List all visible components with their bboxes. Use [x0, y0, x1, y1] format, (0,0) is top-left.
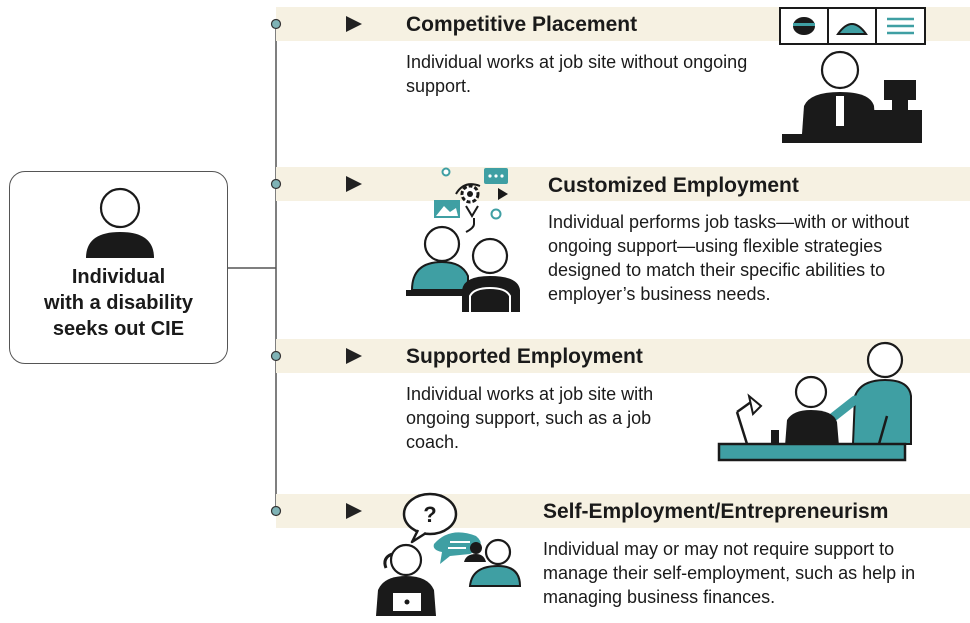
node-customized [270, 178, 282, 190]
option-title-customized: Customized Employment [548, 174, 799, 197]
arrow-customized [346, 176, 362, 192]
arrow-competitive [346, 16, 362, 32]
entrepreneur-icon: ? [376, 492, 522, 616]
band-self-employment [276, 494, 970, 528]
band-supported [276, 339, 970, 373]
option-desc-supported: Individual works at job site with ongoin… [406, 384, 654, 452]
option-title-supported: Supported Employment [406, 345, 643, 368]
arrow-self-employment [346, 503, 362, 519]
job-coach-icon [717, 341, 912, 462]
collaboration-icon [406, 167, 520, 312]
node-self-employment [270, 505, 282, 517]
option-desc-self-employment: Individual may or may not require suppor… [543, 539, 916, 607]
source-label: Individual with a disability seeks out C… [44, 266, 193, 340]
node-competitive [270, 18, 282, 30]
source-box: Individual with a disability seeks out C… [9, 171, 228, 364]
option-title-competitive: Competitive Placement [406, 13, 638, 36]
arrow-supported [346, 348, 362, 364]
option-title-self-employment: Self-Employment/Entrepreneurism [543, 500, 889, 523]
cashier-icon [779, 7, 926, 143]
svg-text:?: ? [423, 502, 436, 527]
option-desc-competitive: Individual works at job site without ong… [406, 52, 748, 96]
person-icon [86, 187, 154, 258]
band-customized [276, 167, 970, 201]
node-supported [270, 350, 282, 362]
option-desc-customized: Individual performs job tasks—with or wi… [548, 212, 910, 304]
